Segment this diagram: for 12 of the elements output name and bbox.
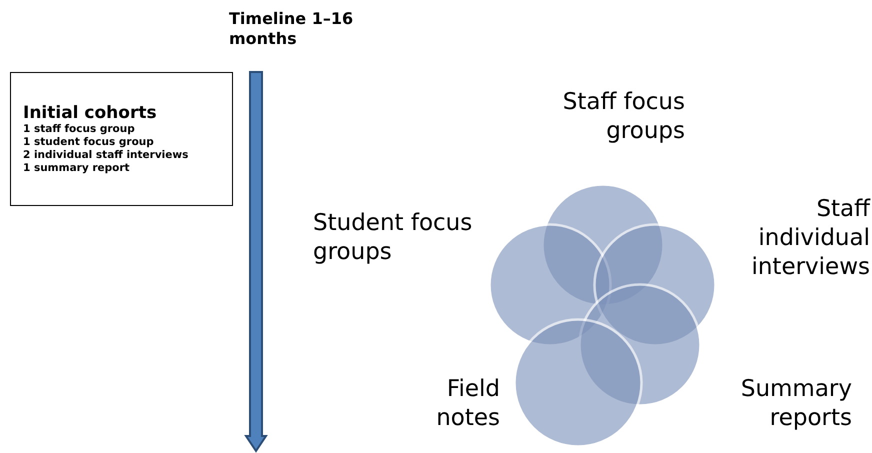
list-item: 2 individual staff interviews	[23, 149, 190, 162]
circle-label: Field notes	[435, 375, 500, 433]
circle-label: Staff individual interviews	[750, 195, 870, 282]
list-item: 1 staff focus group	[23, 123, 136, 136]
list-item: 1 student focus group	[23, 136, 155, 149]
text-box	[10, 72, 233, 206]
timeline-label: Timeline 1–16 months	[229, 9, 354, 49]
box-heading: Initial cohorts	[23, 103, 158, 123]
circle-label: Student focus groups	[313, 209, 474, 267]
circle-label: Summary reports	[740, 375, 852, 433]
circle-label: Staff focus groups	[562, 88, 685, 146]
list-item: 1 summary report	[23, 162, 131, 175]
